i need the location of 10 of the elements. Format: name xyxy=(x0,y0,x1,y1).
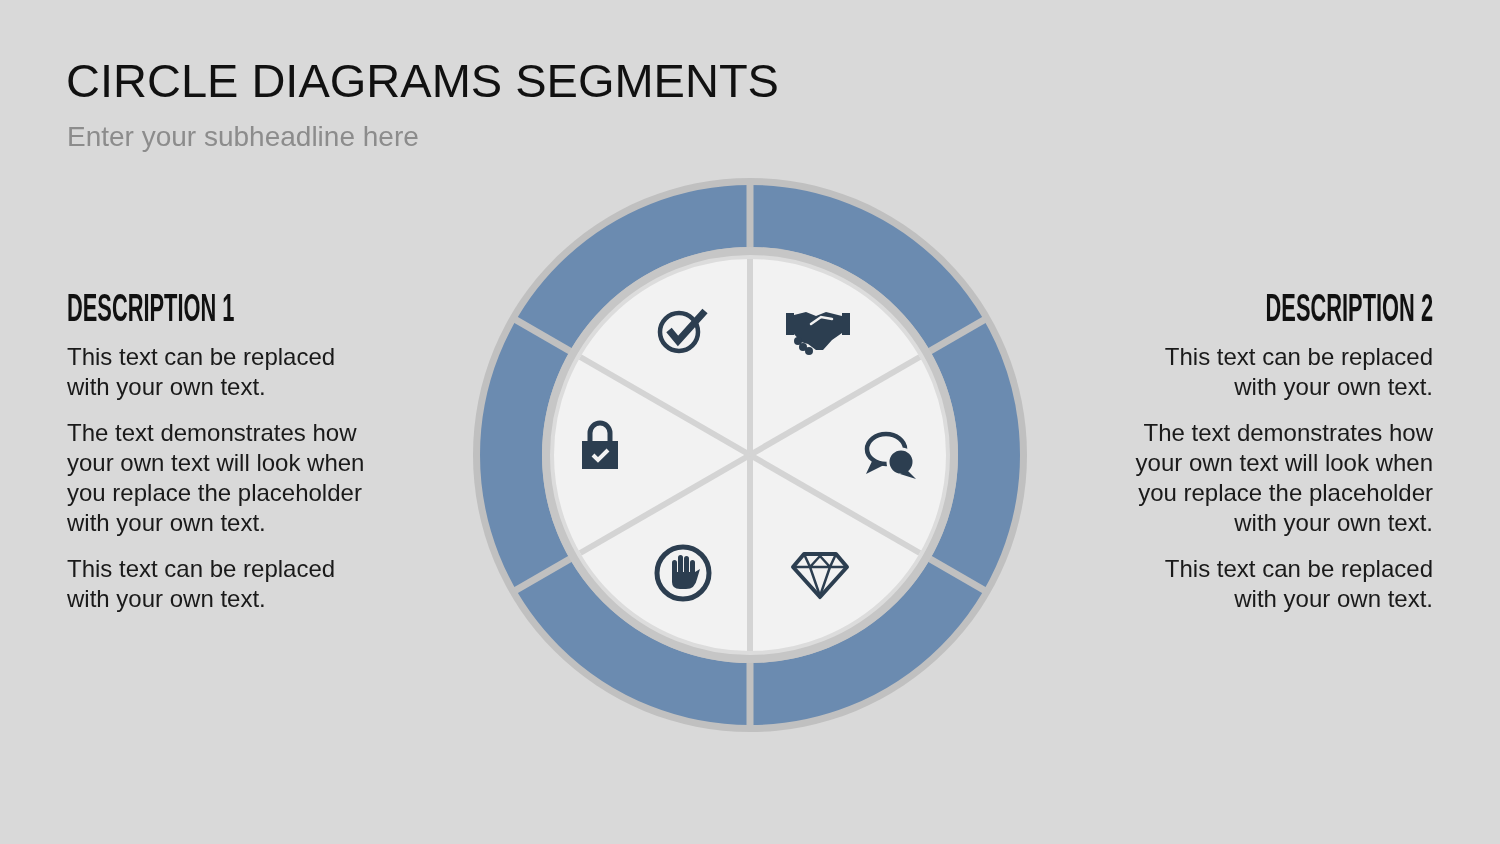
body-text: This text can be replaced with your own text. xyxy=(1163,554,1433,614)
slide-title: CIRCLE DIAGRAMS SEGMENTS xyxy=(66,55,779,107)
section-heading: DESCRIPTION 1 xyxy=(67,288,235,328)
subtitle: Enter your subheadline here xyxy=(67,120,419,154)
body-text: The text demonstrates how your own text will look when you replace the placeholder with your own text. xyxy=(67,418,366,538)
body-text: This text can be replaced with your own text. xyxy=(1163,342,1433,402)
body-text: This text can be replaced with your own text. xyxy=(67,554,337,614)
body-text: The text demonstrates how your own text will look when you replace the placeholder with your own text. xyxy=(1134,418,1433,538)
body-text: This text can be replaced with your own text. xyxy=(67,342,337,402)
section-heading: DESCRIPTION 2 xyxy=(1265,288,1433,328)
